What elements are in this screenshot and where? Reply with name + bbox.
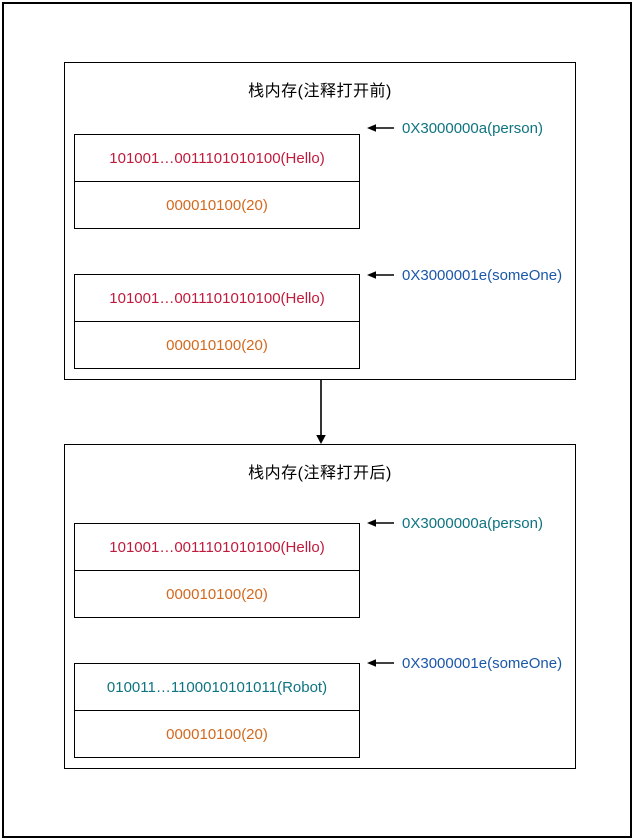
pointer-someone-after: 0X3000001e(someOne)	[367, 653, 562, 673]
arrow-left-icon	[367, 659, 394, 667]
address-label: 0X3000000a(person)	[402, 119, 543, 137]
value-row-20: 000010100(20)	[75, 710, 359, 757]
value-row-20: 000010100(20)	[75, 321, 359, 368]
value-row-20: 000010100(20)	[75, 570, 359, 617]
binary-row-hello: 101001…0011101010100(Hello)	[109, 538, 325, 556]
pointer-someone-before: 0X3000001e(someOne)	[367, 265, 562, 285]
pointer-person-before: 0X3000000a(person)	[367, 118, 543, 138]
memory-block-someone-after: 010011…1100010101011(Robot) 000010100(20…	[74, 663, 360, 758]
flow-arrow-down	[316, 379, 326, 444]
box-title-after: 栈内存(注释打开后)	[248, 465, 392, 482]
arrow-left-icon	[367, 124, 394, 132]
binary-row-robot: 010011…1100010101011(Robot)	[106, 678, 328, 696]
arrow-left-icon	[367, 271, 394, 279]
binary-row-hello: 101001…0011101010100(Hello)	[109, 289, 325, 307]
box-title-before: 栈内存(注释打开前)	[248, 83, 392, 100]
stack-box-after: 栈内存(注释打开后) 101001…0011101010100(Hello) 0…	[64, 444, 576, 769]
address-label: 0X3000001e(someOne)	[402, 266, 563, 284]
address-label: 0X3000001e(someOne)	[402, 654, 563, 672]
stack-box-before: 栈内存(注释打开前) 101001…0011101010100(Hello) 0…	[64, 62, 576, 380]
arrow-left-icon	[367, 519, 394, 527]
value-row-20: 000010100(20)	[75, 181, 359, 228]
memory-block-person-after: 101001…0011101010100(Hello) 000010100(20…	[74, 523, 360, 618]
address-label: 0X3000000a(person)	[402, 514, 543, 532]
binary-row-hello: 101001…0011101010100(Hello)	[109, 149, 325, 167]
memory-block-person-before: 101001…0011101010100(Hello) 000010100(20…	[74, 134, 360, 229]
pointer-person-after: 0X3000000a(person)	[367, 513, 543, 533]
memory-block-someone-before: 101001…0011101010100(Hello) 000010100(20…	[74, 274, 360, 369]
